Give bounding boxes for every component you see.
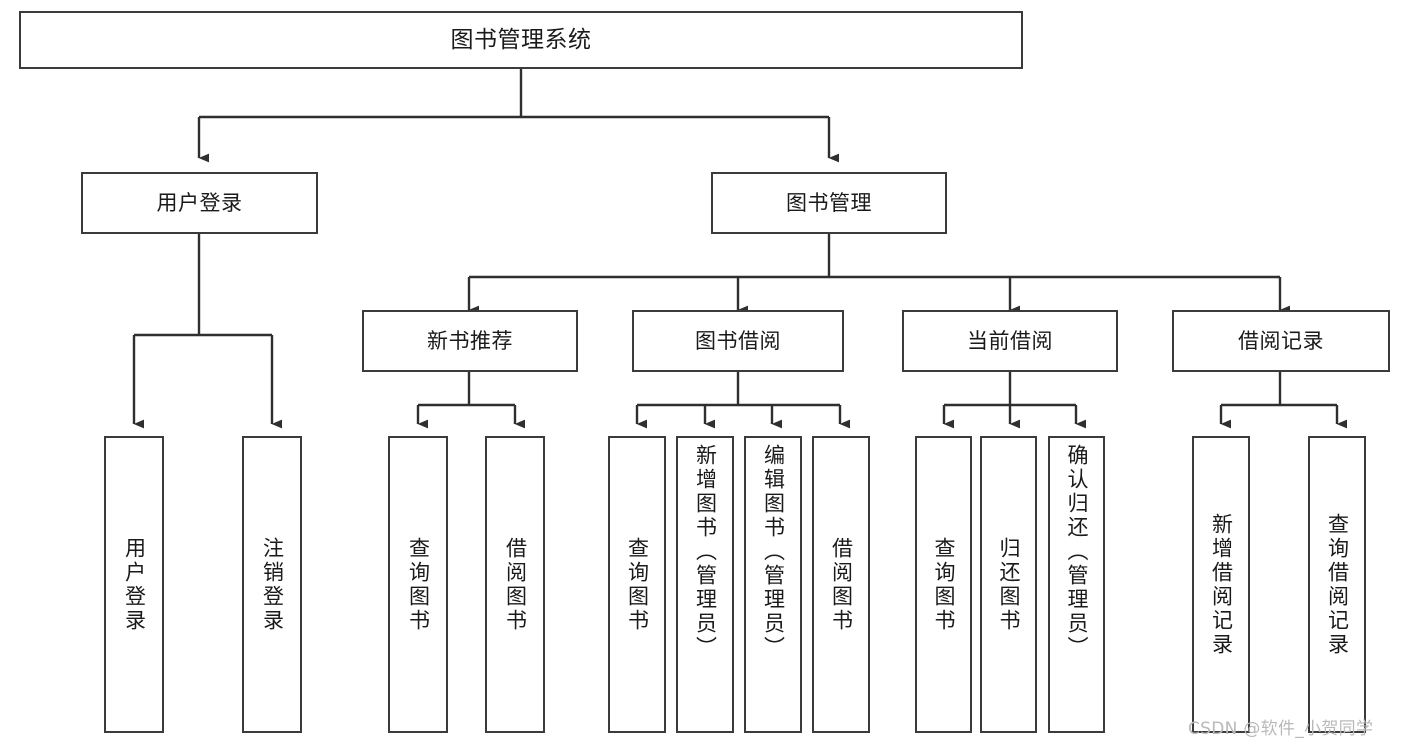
- node-leaf-query-book-recommend[interactable]: 查询图书: [388, 436, 448, 733]
- node-current-borrow[interactable]: 当前借阅: [902, 310, 1118, 372]
- node-leaf-borrow-book-label: 借阅图书: [829, 536, 854, 633]
- node-borrow-record-label: 借阅记录: [1238, 328, 1324, 353]
- node-user-login[interactable]: 用户登录: [81, 172, 318, 234]
- node-leaf-add-book-admin[interactable]: 新增图书（管理员）: [676, 436, 734, 733]
- node-leaf-logout[interactable]: 注销登录: [242, 436, 302, 733]
- node-book-borrow-label: 图书借阅: [695, 328, 781, 353]
- node-leaf-user-login-label: 用户登录: [122, 536, 147, 633]
- node-book-management[interactable]: 图书管理: [711, 172, 947, 234]
- node-leaf-add-borrow-record[interactable]: 新增借阅记录: [1192, 436, 1250, 733]
- node-new-book-recommend[interactable]: 新书推荐: [362, 310, 578, 372]
- node-leaf-add-borrow-record-label: 新增借阅记录: [1209, 512, 1234, 657]
- node-leaf-logout-label: 注销登录: [260, 536, 285, 633]
- node-book-borrow[interactable]: 图书借阅: [632, 310, 844, 372]
- node-leaf-edit-book-admin[interactable]: 编辑图书（管理员）: [744, 436, 802, 733]
- node-leaf-query-book-borrow[interactable]: 查询图书: [608, 436, 666, 733]
- node-root-system[interactable]: 图书管理系统: [19, 11, 1023, 69]
- node-leaf-query-book-recommend-label: 查询图书: [406, 536, 431, 633]
- node-leaf-query-book-current[interactable]: 查询图书: [915, 436, 972, 733]
- node-leaf-edit-book-admin-label: 编辑图书（管理员）: [761, 444, 786, 660]
- node-leaf-return-book-label: 归还图书: [997, 536, 1021, 633]
- node-leaf-query-borrow-record-label: 查询借阅记录: [1325, 512, 1350, 657]
- node-book-management-label: 图书管理: [786, 190, 872, 215]
- node-leaf-confirm-return-admin-label: 确认归还（管理员）: [1065, 444, 1089, 660]
- watermark-text: CSDN @软件_小贺同学: [1188, 719, 1374, 739]
- node-new-book-recommend-label: 新书推荐: [427, 328, 513, 353]
- node-leaf-query-book-current-label: 查询图书: [932, 536, 956, 633]
- node-user-login-label: 用户登录: [156, 190, 243, 215]
- node-leaf-borrow-book-recommend-label: 借阅图书: [503, 536, 528, 633]
- node-leaf-add-book-admin-label: 新增图书（管理员）: [693, 444, 718, 660]
- node-borrow-record[interactable]: 借阅记录: [1172, 310, 1390, 372]
- node-leaf-borrow-book[interactable]: 借阅图书: [812, 436, 870, 733]
- node-current-borrow-label: 当前借阅: [967, 328, 1053, 353]
- node-leaf-borrow-book-recommend[interactable]: 借阅图书: [485, 436, 545, 733]
- node-leaf-return-book[interactable]: 归还图书: [980, 436, 1037, 733]
- node-leaf-user-login[interactable]: 用户登录: [104, 436, 164, 733]
- node-leaf-query-book-borrow-label: 查询图书: [625, 536, 650, 633]
- node-root-system-label: 图书管理系统: [450, 26, 592, 53]
- node-leaf-query-borrow-record[interactable]: 查询借阅记录: [1308, 436, 1366, 733]
- node-leaf-confirm-return-admin[interactable]: 确认归还（管理员）: [1048, 436, 1105, 733]
